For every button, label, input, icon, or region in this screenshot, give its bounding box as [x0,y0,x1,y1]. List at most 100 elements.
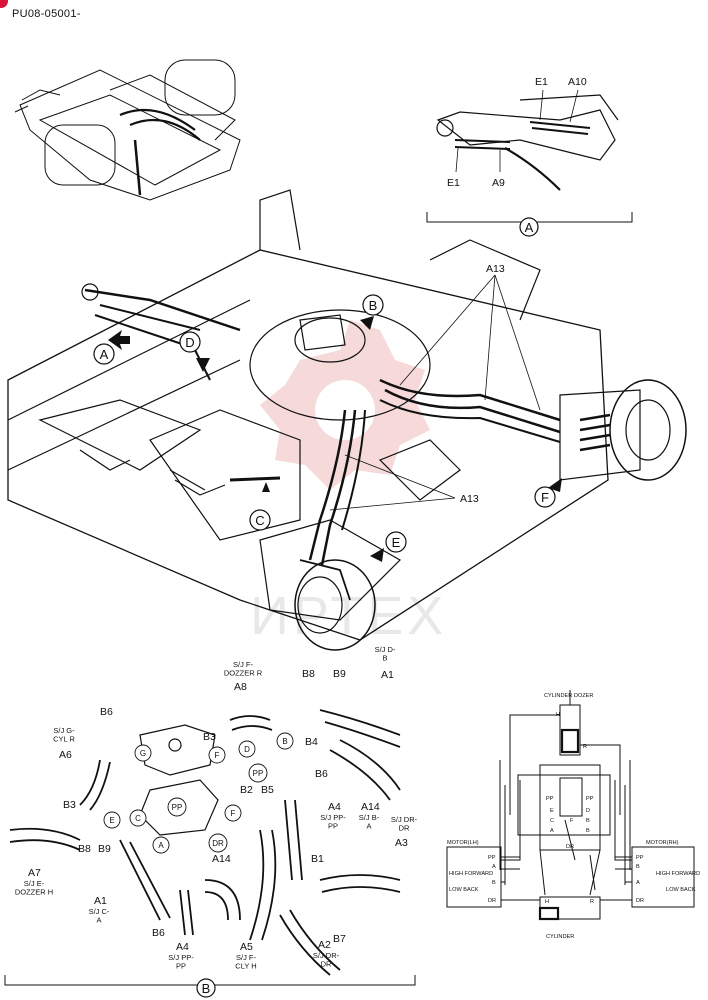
port-c: C [135,814,141,823]
callout-b9-top: B9 [333,668,346,680]
note-sj-g-cyl-r: S/J G-CYL R [53,726,75,744]
callout-b6-bottom: B6 [152,927,165,939]
lh-port-dr: DR [488,898,496,904]
note-sj-c-a: S/J C-A [89,907,110,925]
port-pp-center: PP [172,803,183,812]
label-low-back-lh: LOW BACK [449,887,479,893]
callout-a5: A5 [240,941,253,953]
label-cylinder: CYLINDER [546,934,574,940]
callout-a4-right: A4 [328,801,341,813]
callout-a4-bottom: A4 [176,941,189,953]
callout-b9-left: B9 [98,843,111,855]
red-corner-badge [0,0,8,8]
arrow-d-icon [196,358,210,372]
document-code: PU08-05001- [12,8,81,20]
swivel-left-pp: PP [546,796,554,802]
detail-b-callouts: B6 B3 B8 B9 B6 B3 B8 B9 B4 B6 B2 B5 B1 B… [28,668,408,953]
rh-port-a: A [636,880,640,886]
label-cylinder-dozer: CYLINDER DOZER [544,693,593,699]
note-sj-pp-pp-bottom: S/J PP-PP [168,953,194,971]
port-b: B [282,737,287,746]
swivel-bottom-dr: DR [566,844,574,850]
callout-a1-top: A1 [381,669,394,681]
arrow-e-icon [370,548,384,562]
callout-a7: A7 [28,867,41,879]
note-sj-pp-pp-right: S/J PP-PP [320,813,346,831]
label-port-r-bottom: R [590,899,594,905]
port-g: G [140,749,146,758]
swivel-left-c: C [550,818,554,824]
callout-a3: A3 [395,837,408,849]
callout-a1-bottom: A1 [94,895,107,907]
view-label-b: B [369,298,378,313]
callout-a9: A9 [492,177,505,189]
note-sj-d-b: S/J D-B [375,645,396,663]
view-label-c: C [255,513,264,528]
detail-b-port-circles: G F D B PP E C PP F A DR [103,732,294,854]
port-f-lower: F [231,809,236,818]
callout-a13-top: A13 [486,263,505,275]
view-label-d: D [185,335,194,350]
callout-a14-right: A14 [361,801,380,813]
rh-port-b: B [636,864,640,870]
undercarriage-frame [7,189,687,651]
port-d: D [244,745,250,754]
port-pp-right: PP [253,769,264,778]
callout-a2: A2 [318,939,331,951]
callout-a8: A8 [234,681,247,693]
view-label-a: A [100,347,109,362]
detail-b-notes: S/J F-DOZZER R S/J D-B S/J G-CYL R S/J P… [15,645,418,971]
swivel-bottom-f: F [570,818,574,824]
view-arrow-labels: A B C D E F [93,294,556,553]
view-arrows [108,316,562,562]
label-port-r-top: R [583,744,587,750]
note-sj-f-dozer-r: S/J F-DOZZER R [224,660,263,678]
callout-b3-top: B3 [203,731,216,743]
callout-b2: B2 [240,784,253,796]
callout-b3-left: B3 [63,799,76,811]
port-a: A [158,841,164,850]
note-sj-b-a: S/J B-A [359,813,380,831]
note-sj-f-cly-h: S/J F-CLY H [235,953,256,971]
a13-callouts: A13 A13 [329,263,541,511]
swivel-right-pp: PP [586,796,594,802]
lh-port-pp: PP [488,855,496,861]
callout-b4: B4 [305,736,318,748]
lh-port-b: B [492,880,496,886]
rh-port-dr: DR [636,898,644,904]
swivel-right-d: D [586,808,590,814]
callout-a6: A6 [59,749,72,761]
machine-overview-inset [14,59,241,201]
swivel-right-b1: B [586,818,590,824]
port-f-top: F [215,751,220,760]
detail-b-drawing: B [4,709,416,998]
swivel-right-b2: B [586,828,590,834]
note-sj-dr-dr-bottom: S/J DR-DR [313,951,340,969]
note-sj-e-dozzer-h: S/J E-DOZZER H [15,879,53,897]
detail-b-label: B [202,981,211,996]
port-e: E [109,816,114,825]
label-motor-lh: MOTOR(LH) [447,840,479,846]
label-motor-rh: MOTOR(RH) [646,840,679,846]
callout-e1-top: E1 [535,76,548,88]
swivel-left-a: A [550,828,554,834]
label-low-back-rh: LOW BACK [666,887,696,893]
callout-b8-top: B8 [302,668,315,680]
callout-e1-bottom: E1 [447,177,460,189]
callout-a14-mid: A14 [212,853,231,865]
lh-port-a: A [492,864,496,870]
rh-port-pp: PP [636,855,644,861]
label-port-h-bottom: H [545,899,549,905]
label-high-forward-rh: HIGH FORWARD [656,871,700,877]
arrow-c-icon [262,482,270,492]
callout-b5: B5 [261,784,274,796]
arrow-a-icon [108,330,130,350]
label-port-h-top: H [556,712,560,718]
detail-a-label: A [525,220,534,235]
view-label-f: F [541,490,549,505]
hydraulic-schematic [446,690,695,921]
arrow-b-icon [360,316,374,330]
detail-a: A E1 A10 E1 A9 [426,76,633,237]
callout-b1: B1 [311,853,324,865]
